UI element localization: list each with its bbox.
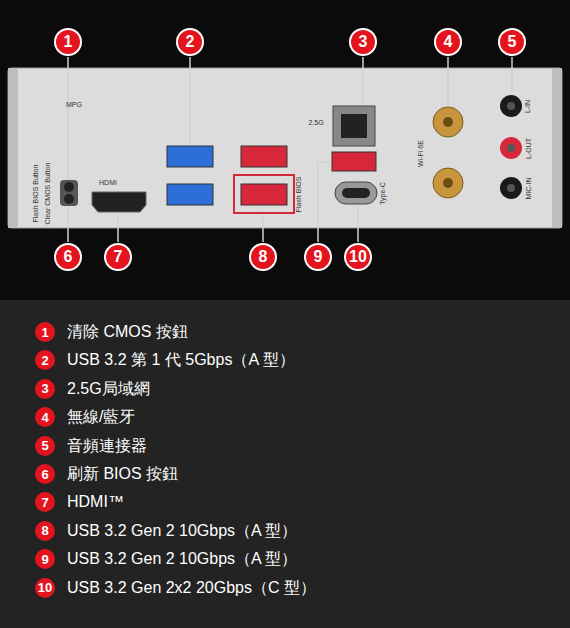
audio-jack-hole (507, 144, 515, 152)
port-label: Flash BIOS Button (32, 164, 39, 222)
callout-number: 2 (176, 28, 204, 56)
leader-lines (68, 57, 512, 242)
cmos-button (64, 194, 74, 204)
list-text: 2.5G局域網 (67, 378, 150, 399)
list-background (0, 300, 570, 628)
antenna-pin (443, 178, 453, 188)
port-label: HDMI (99, 179, 117, 186)
callout-number: 4 (434, 28, 462, 56)
io-shield (8, 68, 562, 228)
antenna-connector (433, 107, 463, 137)
antenna-pin (443, 117, 453, 127)
usb-a-red (332, 152, 376, 171)
list-number: 9 (35, 549, 55, 569)
list-text: 刷新 BIOS 按鈕 (67, 464, 178, 485)
usb-a-red (241, 146, 287, 167)
callout-number: 8 (249, 243, 277, 271)
usb-a-red (241, 184, 287, 205)
callout-number: 1 (54, 28, 82, 56)
lan-port (333, 106, 375, 146)
port-label: Type-C (379, 182, 386, 205)
list-text: USB 3.2 Gen 2x2 20Gbps（C 型） (67, 577, 316, 598)
list-number: 8 (35, 521, 55, 541)
list-text: HDMI™ (67, 493, 124, 511)
audio-jack-hole (507, 102, 515, 110)
list-number: 7 (35, 492, 55, 512)
lan-port-inner (341, 114, 367, 138)
audio-jack (500, 137, 522, 159)
list-text: 清除 CMOS 按鈕 (67, 322, 188, 343)
port-label: MIC-IN (524, 177, 531, 199)
callout-number: 9 (304, 243, 332, 271)
port-label: Clear CMOS Button (44, 162, 51, 224)
list-number: 6 (35, 464, 55, 484)
button-housing (60, 180, 78, 206)
list-number: 1 (35, 322, 55, 342)
callout-number: 3 (349, 28, 377, 56)
list-number: 2 (35, 350, 55, 370)
usb-c-inner (342, 188, 370, 198)
usb-a-blue (167, 184, 213, 205)
audio-jack (500, 95, 522, 117)
port-label: MPG (66, 101, 82, 108)
callout-number: 6 (54, 243, 82, 271)
callout-number: 10 (344, 243, 372, 271)
port-label: Wi-Fi 6E (417, 140, 424, 167)
port-label: L-IN (524, 99, 531, 112)
list-text: USB 3.2 第 1 代 5Gbps（A 型） (67, 350, 295, 371)
list-text: USB 3.2 Gen 2 10Gbps（A 型） (67, 520, 297, 541)
list-text: 音頻連接器 (67, 435, 147, 456)
list-number: 5 (35, 436, 55, 456)
list-number: 3 (35, 379, 55, 399)
list-number: 10 (35, 578, 55, 598)
shield-edge (8, 68, 18, 228)
callout-number: 7 (104, 243, 132, 271)
audio-jack (500, 177, 522, 199)
usb-a-blue (167, 146, 213, 167)
list-text: USB 3.2 Gen 2 10Gbps（A 型） (67, 549, 297, 570)
port-label: 2.5G (308, 119, 323, 126)
list-number: 4 (35, 407, 55, 427)
port-label: L-OUT (525, 138, 532, 159)
antenna-connector (433, 168, 463, 198)
usb-c-port (335, 182, 377, 204)
callout-number: 5 (498, 28, 526, 56)
audio-jack-hole (507, 184, 515, 192)
port-label: Flash BIOS (295, 176, 302, 212)
shield-edge (552, 68, 562, 228)
bios-button (64, 182, 74, 192)
flash-bios-port-frame (234, 175, 294, 213)
hdmi-port (92, 192, 146, 212)
list-text: 無線/藍牙 (67, 407, 135, 428)
